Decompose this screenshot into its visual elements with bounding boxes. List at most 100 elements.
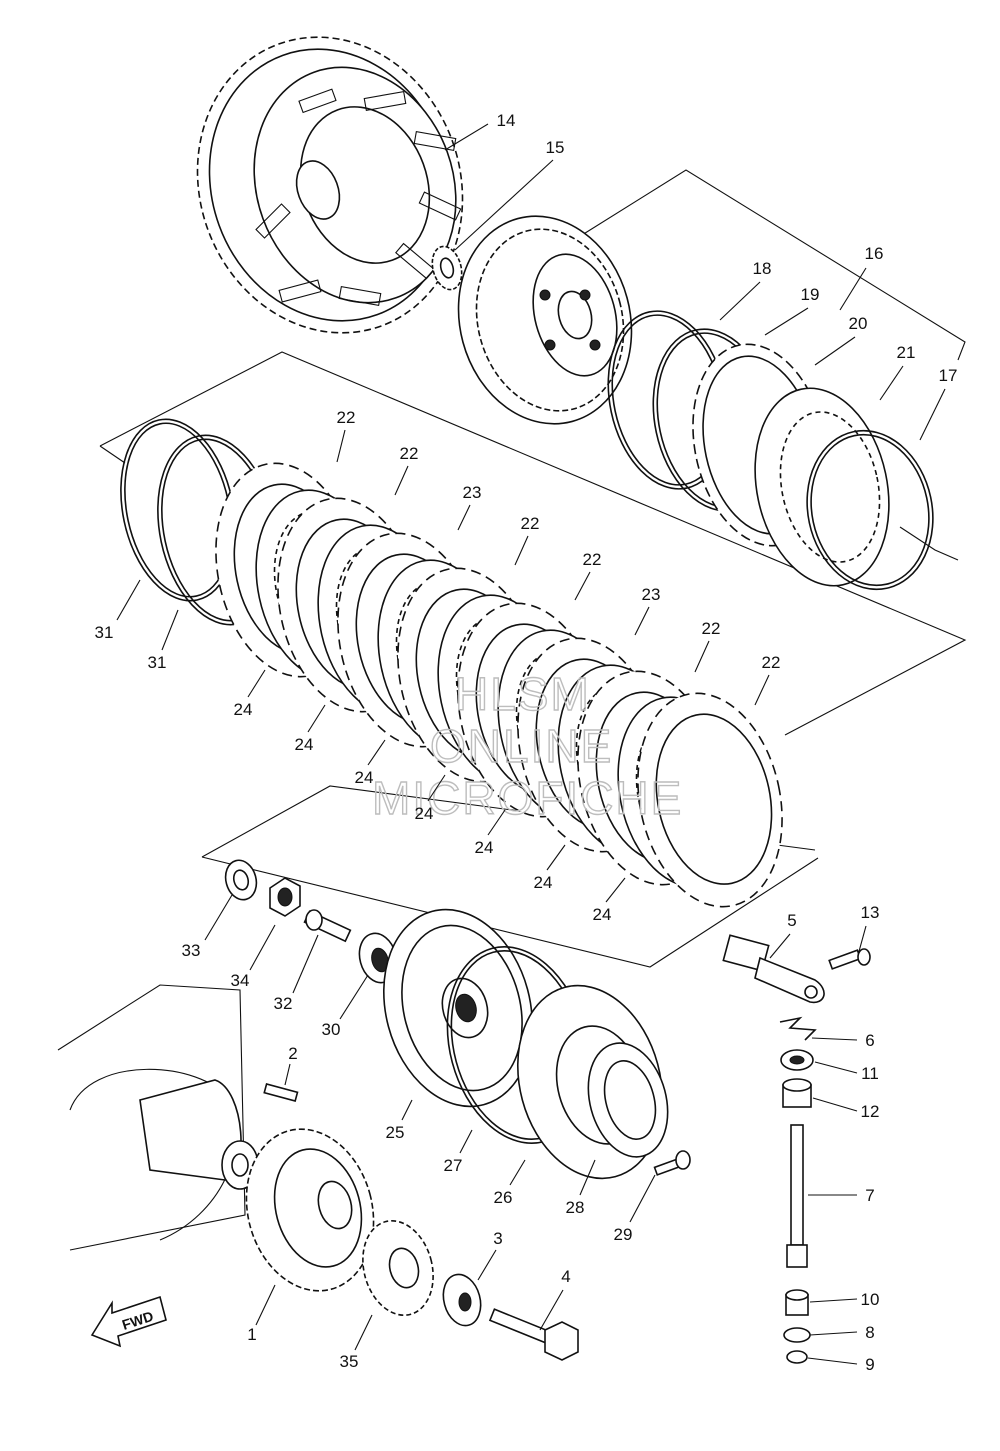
leader-line-c33 — [204, 894, 233, 941]
thrust-washer-15 — [431, 245, 463, 291]
leader-line-c27 — [459, 1129, 473, 1154]
clutch-housing-14 — [196, 36, 464, 334]
callout-c27: 27 — [444, 1156, 463, 1175]
leader-line-c24c — [367, 739, 386, 766]
leader-line-c24g — [605, 877, 626, 903]
callout-c26: 26 — [494, 1188, 513, 1207]
watermark-line-3: MICROFICHE — [372, 772, 683, 824]
leader-line-c20 — [814, 336, 856, 366]
callouts: 1415161819202117222223222223222231312424… — [95, 111, 958, 1374]
leader-line-c24f — [546, 844, 566, 871]
leader-line-c24a — [247, 669, 266, 698]
callout-c31b: 31 — [148, 653, 167, 672]
clutch-plate-group-outline — [99, 351, 967, 736]
watermark-line-1: HLSM — [455, 668, 591, 720]
leader-line-c34 — [249, 924, 276, 971]
callout-c20: 20 — [849, 314, 868, 333]
callout-c24e: 24 — [475, 838, 494, 857]
callout-c33: 33 — [182, 941, 201, 960]
leader-line-c2 — [284, 1063, 291, 1086]
callout-c24b: 24 — [295, 735, 314, 754]
callout-c11: 11 — [861, 1064, 879, 1083]
leader-line-c19 — [764, 307, 809, 336]
callout-c30: 30 — [322, 1020, 341, 1039]
leader-line-c15 — [454, 159, 554, 251]
leader-line-c24b — [307, 704, 326, 733]
callout-c35: 35 — [340, 1352, 359, 1371]
leader-line-c22e — [694, 640, 710, 673]
callout-c15: 15 — [546, 138, 565, 157]
callout-c17: 17 — [939, 366, 958, 385]
leader-line-c14 — [444, 123, 489, 151]
callout-c24f: 24 — [534, 873, 553, 892]
leader-line-c21 — [879, 365, 904, 401]
callout-c22d: 22 — [583, 550, 602, 569]
leader-line-c32 — [292, 934, 319, 994]
leader-line-c17 — [919, 388, 946, 441]
callout-c3: 3 — [493, 1229, 502, 1248]
plate-bore — [655, 713, 773, 885]
leader-line-c31a — [116, 579, 141, 621]
leader-line-c12 — [812, 1097, 858, 1112]
clutch-plate-group-tail — [99, 445, 126, 464]
leader-line-c22a — [336, 429, 346, 463]
callout-c22f: 22 — [762, 653, 781, 672]
fwd-arrow-icon: FWD — [90, 1295, 167, 1348]
leader-line-c25 — [401, 1099, 413, 1121]
callout-c31a: 31 — [95, 623, 114, 642]
clutch-boss — [457, 215, 633, 425]
callout-c12: 12 — [861, 1102, 880, 1121]
callout-c18: 18 — [753, 259, 772, 278]
leader-line-c5 — [769, 933, 791, 959]
friction-plate — [637, 692, 783, 908]
leader-line-c22c — [514, 535, 529, 566]
callout-c8: 8 — [865, 1323, 874, 1342]
callout-c9: 9 — [865, 1355, 874, 1374]
leader-line-c18 — [719, 281, 761, 321]
crankcase-and-gears — [57, 984, 579, 1361]
leader-line-c22b — [394, 465, 409, 496]
callout-c22a: 22 — [337, 408, 356, 427]
pressure-group-outline — [581, 169, 966, 361]
leader-line-c35 — [354, 1314, 373, 1351]
leader-line-c11 — [814, 1061, 858, 1074]
clutch-plate-stack — [215, 462, 783, 908]
callout-c6: 6 — [865, 1031, 874, 1050]
leader-line-c26 — [509, 1159, 526, 1186]
watermark-line-2: ONLINE — [430, 720, 613, 772]
callout-c1: 1 — [247, 1325, 256, 1344]
callout-c25: 25 — [386, 1123, 405, 1142]
callout-c23b: 23 — [642, 585, 661, 604]
leader-line-c24d — [427, 774, 446, 802]
callout-c28: 28 — [566, 1198, 585, 1217]
callout-c2: 2 — [288, 1044, 297, 1063]
callout-c21: 21 — [897, 343, 916, 362]
callout-c19: 19 — [801, 285, 820, 304]
leader-line-c24e — [487, 809, 506, 836]
leader-line-c28 — [579, 1159, 596, 1196]
leader-line-c22d — [574, 571, 591, 601]
leader-line-c22f — [754, 674, 770, 706]
callout-c14: 14 — [497, 111, 516, 130]
leader-line-c29 — [629, 1174, 656, 1223]
callout-c22e: 22 — [702, 619, 721, 638]
pressure-group-tail — [899, 526, 959, 561]
callout-c5: 5 — [787, 911, 796, 930]
leader-line-c8 — [809, 1331, 858, 1336]
callout-c16: 16 — [865, 244, 884, 263]
leader-line-c23b — [634, 606, 650, 636]
leader-line-c16 — [839, 267, 867, 311]
callout-c32: 32 — [274, 994, 293, 1013]
leader-line-c3 — [477, 1249, 497, 1281]
callout-c7: 7 — [865, 1186, 874, 1205]
leader-line-c10 — [809, 1298, 858, 1303]
callout-c23a: 23 — [463, 483, 482, 502]
watermark: HLSM ONLINE MICROFICHE — [371, 667, 683, 824]
release-group-outline-bottom — [201, 856, 819, 968]
callout-c24a: 24 — [234, 700, 253, 719]
callout-c34: 34 — [231, 971, 250, 990]
callout-c24c: 24 — [355, 768, 374, 787]
bracket-lines — [99, 169, 967, 968]
leader-line-c6 — [811, 1037, 858, 1041]
callout-c10: 10 — [861, 1290, 880, 1309]
